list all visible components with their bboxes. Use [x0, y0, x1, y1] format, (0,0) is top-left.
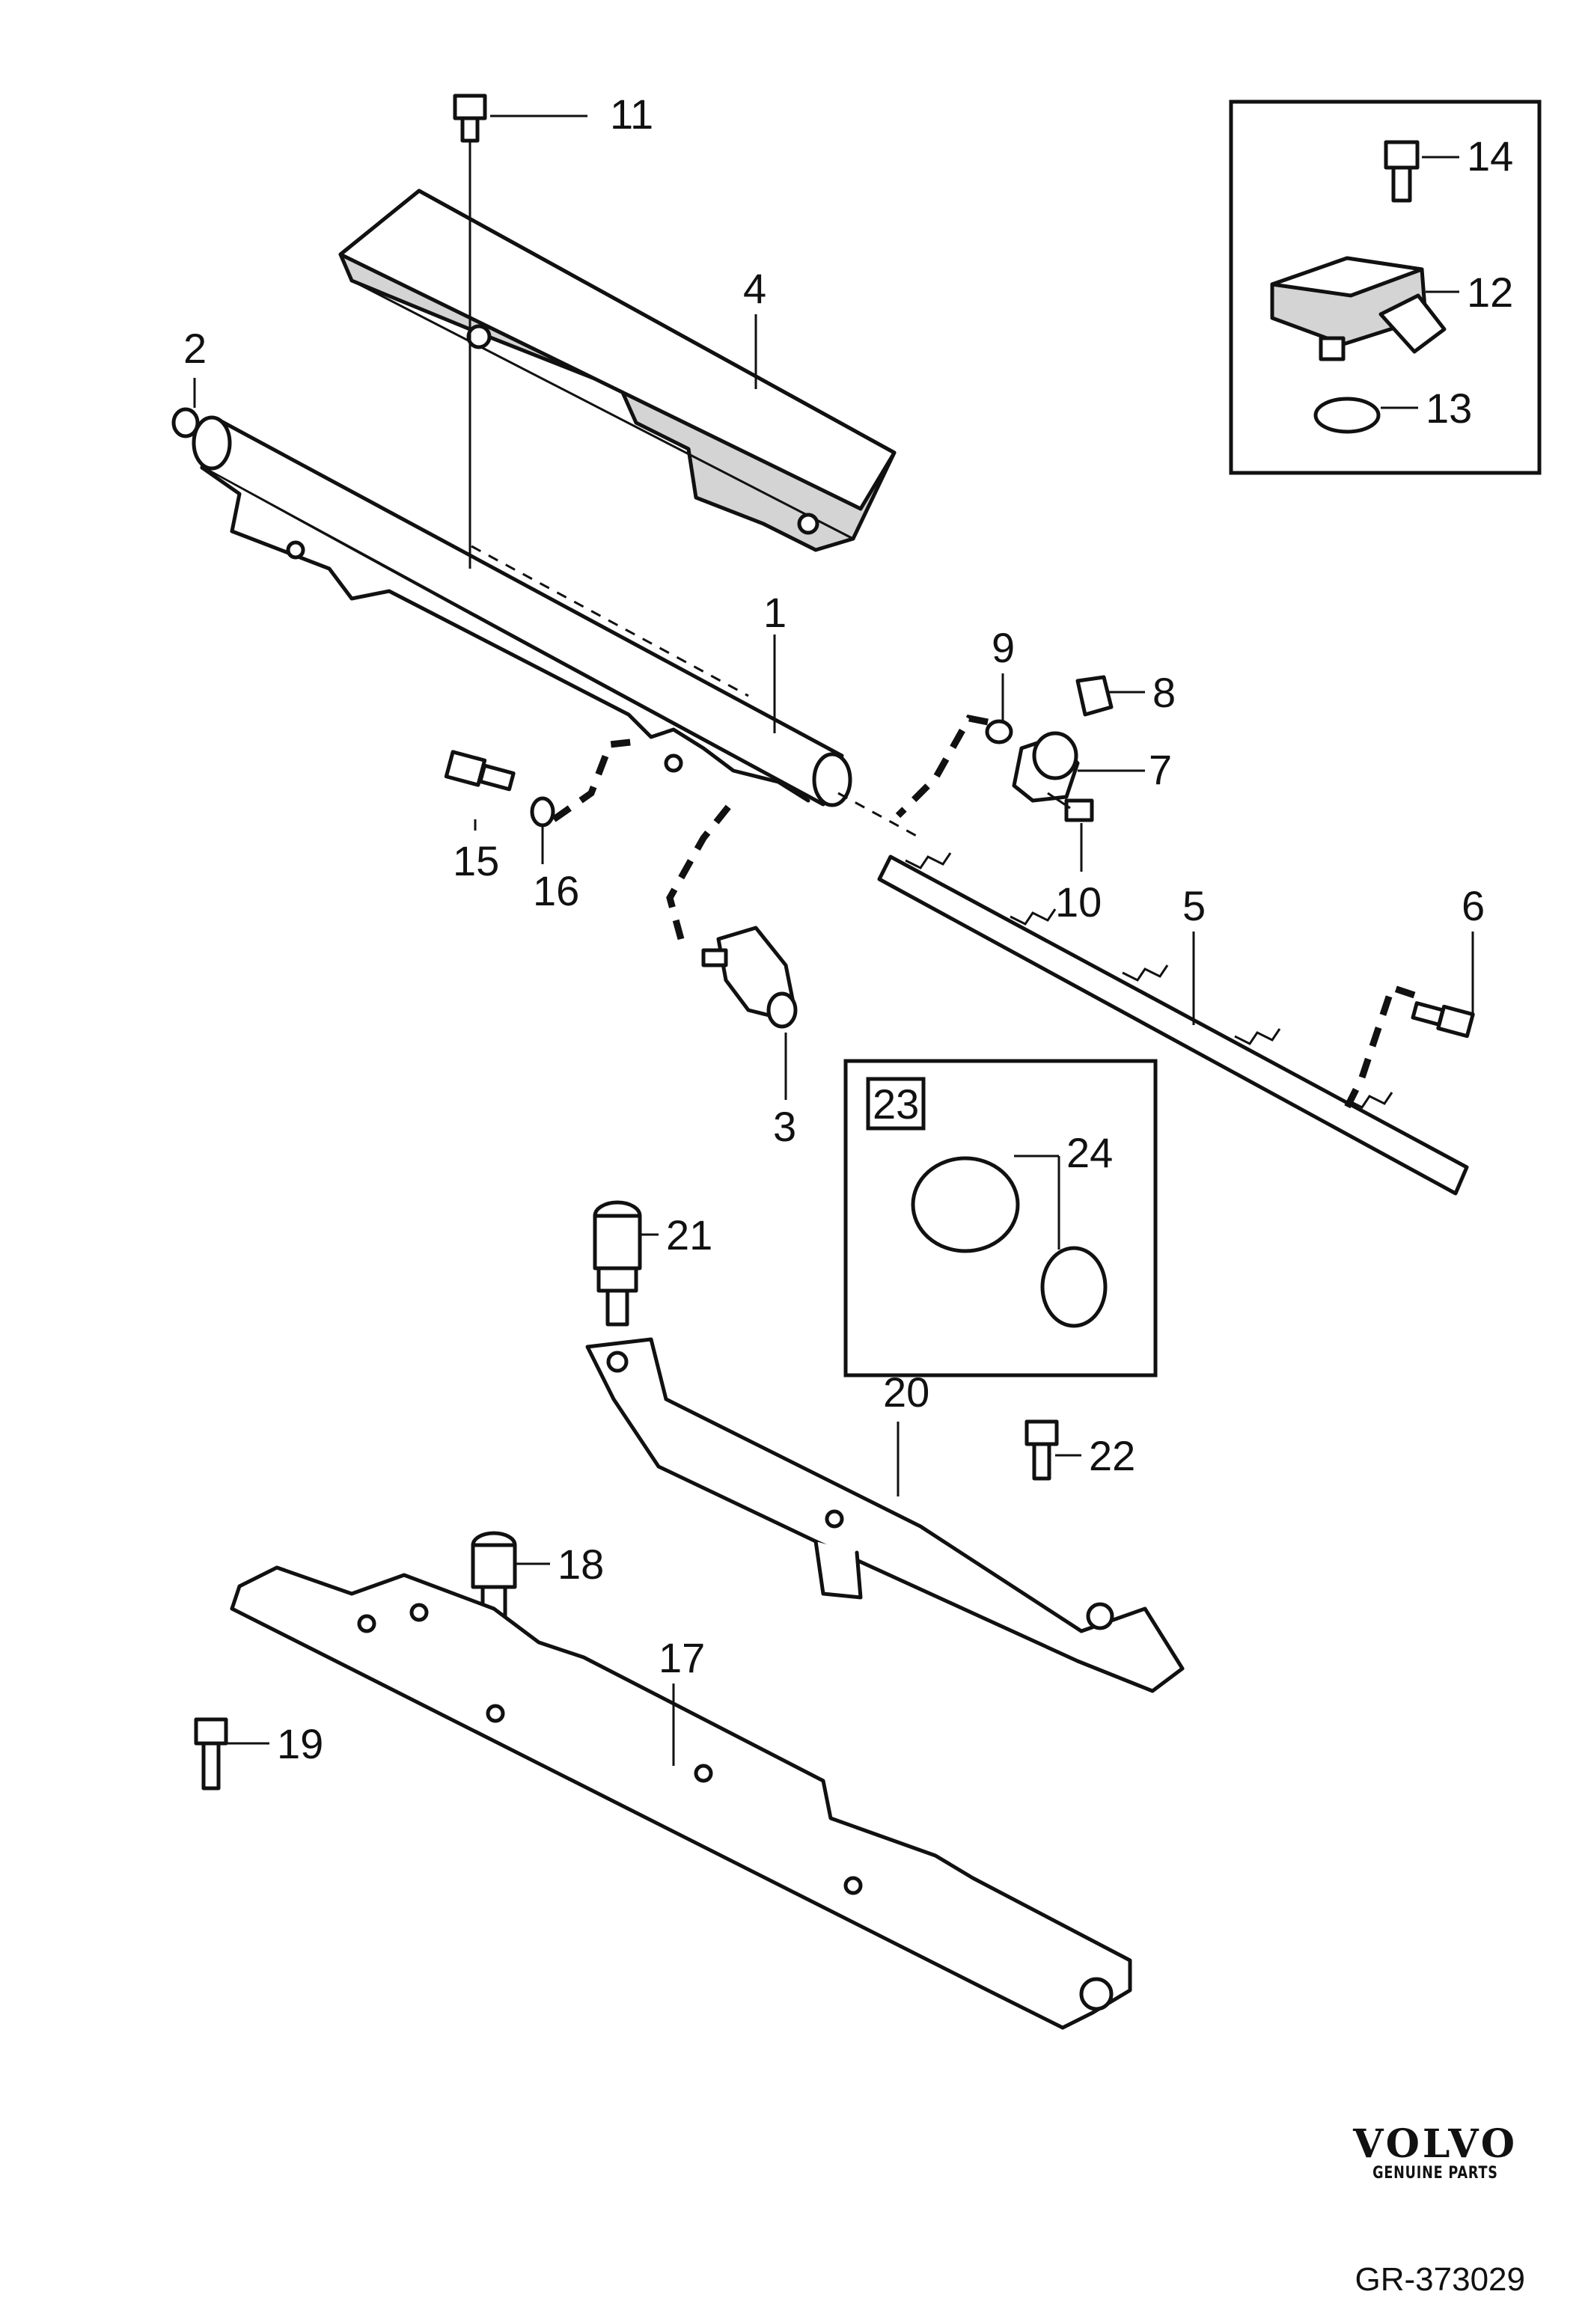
inset-box-sensor [1229, 100, 1542, 475]
part-5-wiring-rail [837, 792, 1469, 1196]
callout-10: 10 [1055, 878, 1102, 926]
part-10-bolt [1047, 792, 1094, 822]
callout-17: 17 [659, 1634, 705, 1681]
callout-11: 11 [610, 91, 653, 138]
callout-22: 22 [1089, 1432, 1135, 1479]
part-19-bolt [194, 1717, 228, 1791]
callout-16: 16 [533, 867, 579, 914]
part-9-o-ring [985, 719, 1013, 744]
part-24-seal-large [911, 1156, 1020, 1253]
part-7-sensor [1012, 731, 1080, 803]
part-21-bolt [593, 1200, 642, 1327]
callout-8: 8 [1152, 669, 1176, 716]
callout-7: 7 [1149, 746, 1172, 793]
part-13-o-ring [1313, 397, 1381, 434]
callout-2: 2 [183, 325, 207, 372]
callout-labels: 11 4 2 1 9 8 7 10 5 6 3 15 16 14 12 13 2… [183, 91, 1513, 1767]
kit-23-label-box [866, 1077, 926, 1131]
part-12-map-sensor [1270, 256, 1447, 361]
part-8-cap [1075, 675, 1114, 717]
callout-4: 4 [743, 265, 766, 312]
part-17-plate [230, 1565, 1132, 2030]
callout-18: 18 [558, 1541, 604, 1588]
callout-3: 3 [773, 1103, 796, 1150]
callout-14: 14 [1467, 132, 1513, 180]
part-1-fuel-rail [192, 415, 852, 807]
callout-20: 20 [883, 1369, 929, 1416]
volvo-brand-mark: VOLVO GENUINE PARTS [1353, 2125, 1518, 2183]
part-16-washer [530, 796, 555, 828]
callout-19: 19 [277, 1720, 323, 1767]
part-2-o-ring [171, 407, 200, 438]
part-24-seal-small [1040, 1246, 1108, 1328]
callout-24: 24 [1066, 1129, 1113, 1176]
genuine-parts-label: GENUINE PARTS [1372, 2164, 1498, 2183]
part-22-bolt [1024, 1419, 1059, 1481]
callout-9: 9 [992, 624, 1015, 671]
part-20-bracket [585, 1337, 1185, 1693]
callout-6: 6 [1462, 882, 1485, 929]
leader-lines [193, 114, 1474, 1766]
inset-box-seal-kit [843, 1059, 1158, 1377]
callout-12: 12 [1467, 269, 1513, 316]
part-14-bolt [1384, 140, 1420, 203]
callout-15: 15 [453, 837, 499, 884]
part-4-cover [338, 189, 897, 552]
part-11-bolt [453, 94, 487, 143]
part-3-injector [701, 926, 798, 1029]
part-6-bolt [1411, 1001, 1475, 1039]
callout-23: 23 [873, 1080, 919, 1128]
callout-5: 5 [1182, 882, 1206, 929]
volvo-logo: VOLVO [1353, 2121, 1518, 2167]
callout-13: 13 [1426, 385, 1472, 432]
assembly-dash-lines [552, 714, 1416, 1110]
part-15-bolt [444, 750, 516, 792]
callout-21: 21 [666, 1211, 712, 1259]
callout-1: 1 [763, 589, 787, 636]
diagram-reference-number: GR-373029 [1355, 2261, 1525, 2298]
